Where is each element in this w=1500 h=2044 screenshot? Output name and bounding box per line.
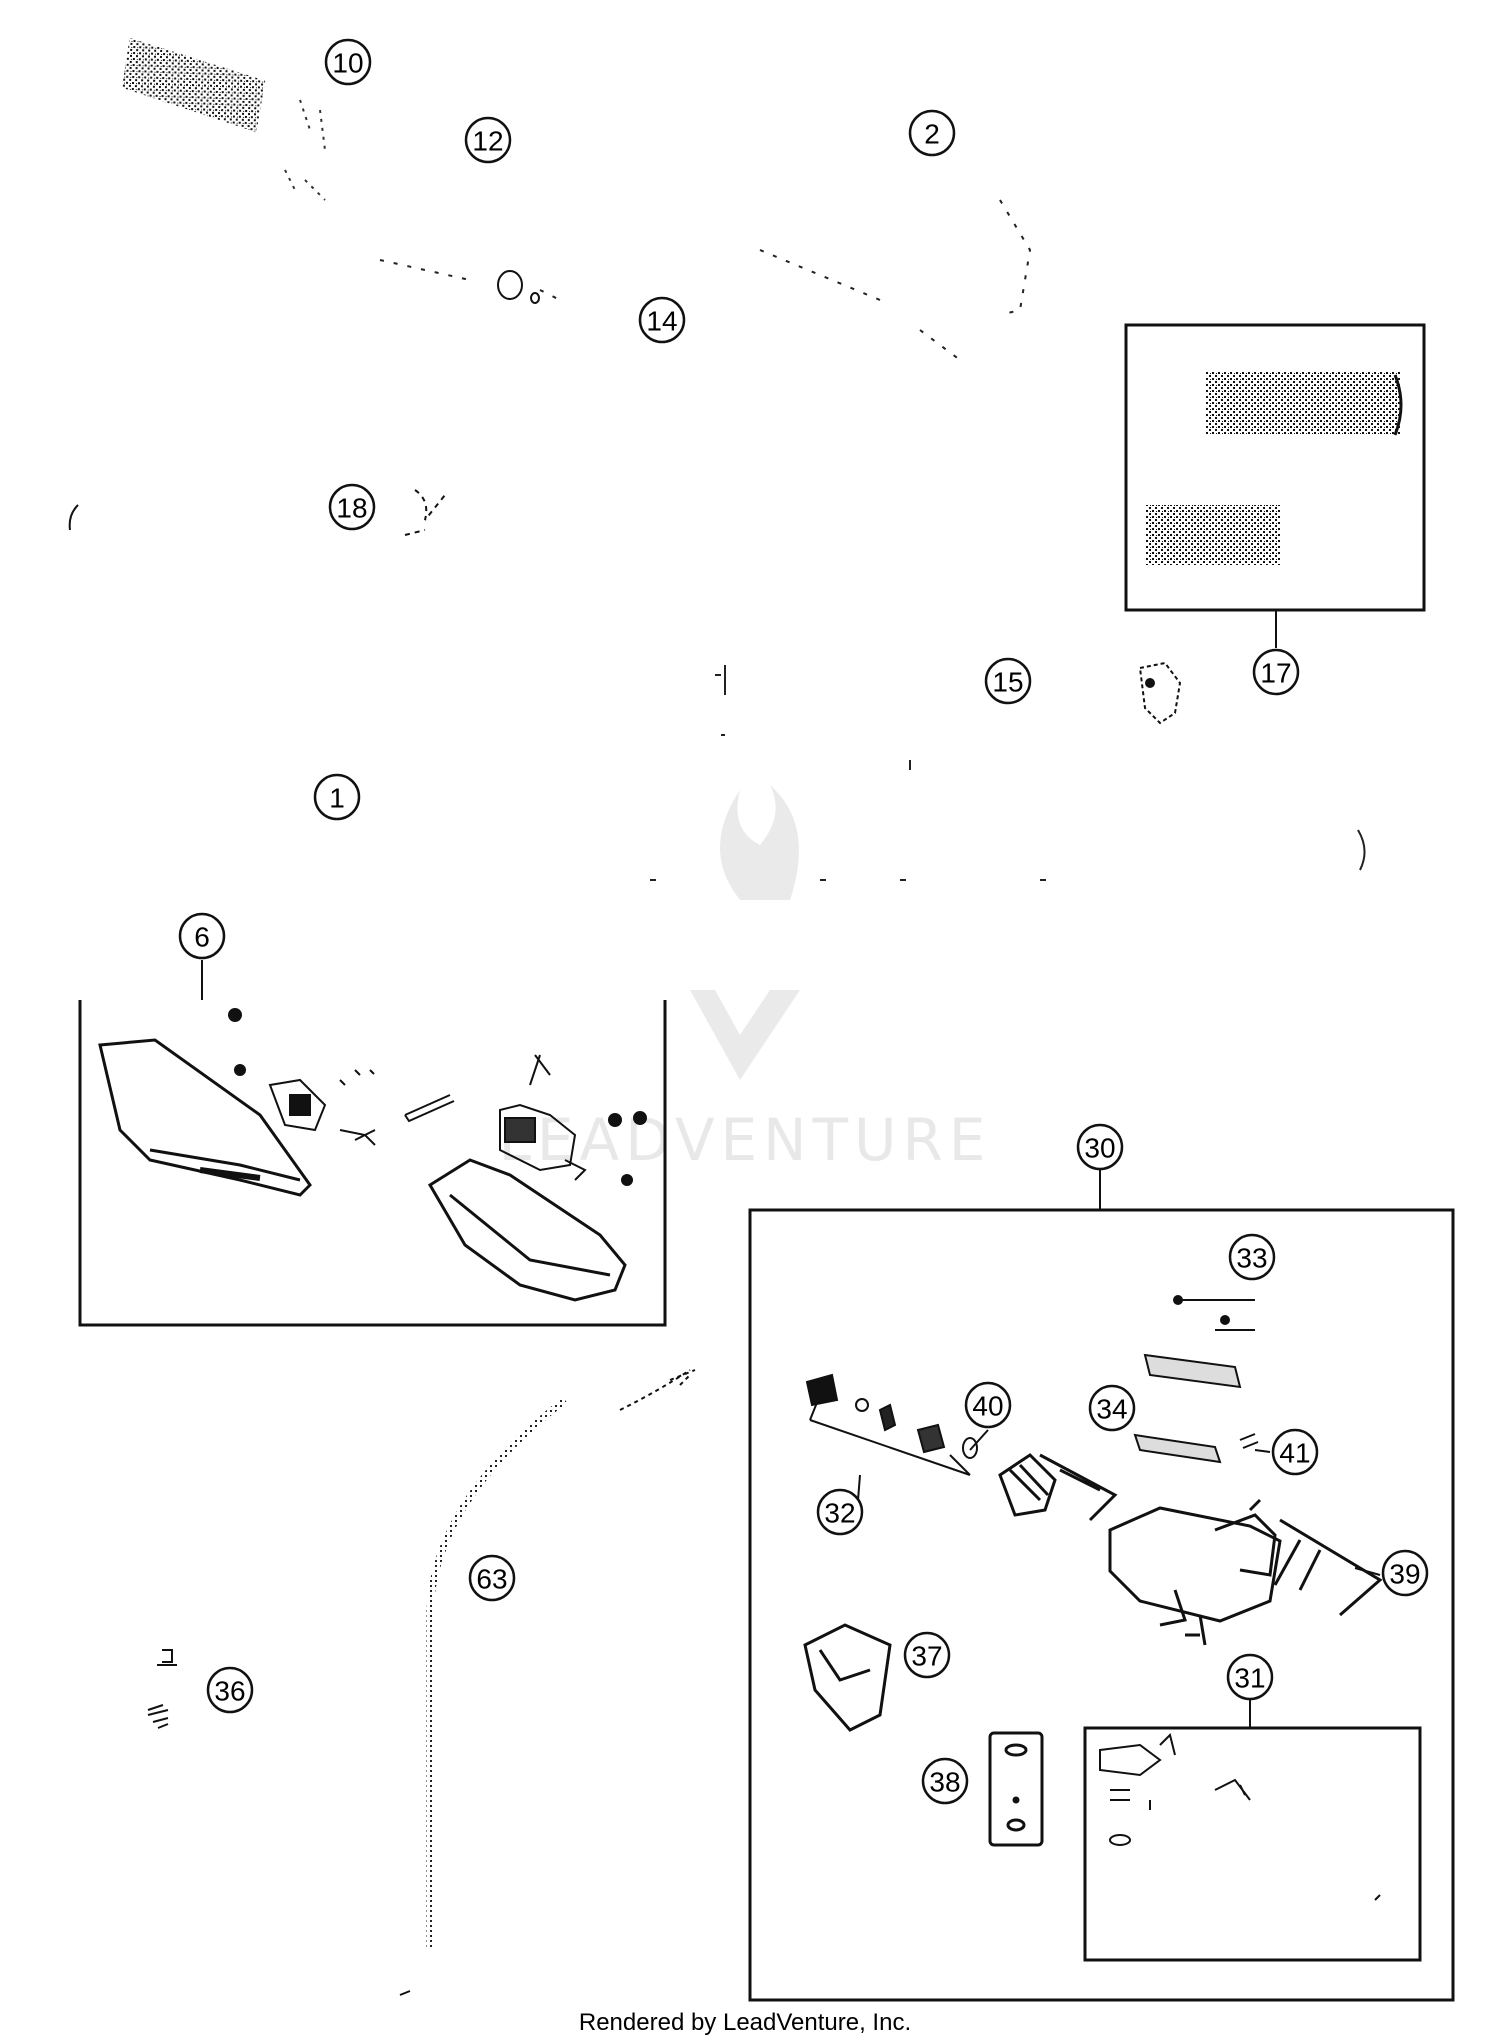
repair-kit-parts xyxy=(1099,1733,1381,1901)
diaphragm xyxy=(1133,1433,1259,1464)
handguard-box xyxy=(78,1000,667,1327)
bar-end-plug xyxy=(497,270,540,304)
callout-6: 6 xyxy=(178,912,226,960)
dash-marks xyxy=(650,665,1366,881)
callout-38: 38 xyxy=(921,1757,969,1805)
grip-left xyxy=(1145,505,1280,565)
handlebar-outline xyxy=(379,199,1032,361)
handlebar-grip-left xyxy=(121,37,326,201)
callout-12: 12 xyxy=(464,116,512,164)
callout-37: 37 xyxy=(903,1631,951,1679)
callout-1: 1 xyxy=(313,773,361,821)
callout-label: 40 xyxy=(972,1391,1003,1422)
callout-40: 40 xyxy=(964,1381,1012,1429)
callout-label: 34 xyxy=(1096,1394,1127,1425)
callout-17: 17 xyxy=(1252,648,1300,696)
throttle-housing xyxy=(1138,661,1182,725)
handguard-bracket-left xyxy=(228,1008,455,1146)
grip-right-end xyxy=(1393,374,1403,436)
watermark-logo: LEADVENTURE xyxy=(499,785,992,1174)
callout-label: 38 xyxy=(929,1767,960,1798)
callout-63: 63 xyxy=(468,1554,516,1602)
clamp-part xyxy=(404,489,446,536)
callout-label: 17 xyxy=(1260,658,1291,689)
callout-label: 37 xyxy=(911,1641,942,1672)
callout-label: 1 xyxy=(329,783,345,814)
callout-14: 14 xyxy=(638,296,686,344)
callout-15: 15 xyxy=(984,657,1032,705)
callout-34: 34 xyxy=(1088,1384,1136,1432)
handguard-bracket-right xyxy=(499,1054,647,1186)
callout-label: 30 xyxy=(1084,1133,1115,1164)
callout-label: 2 xyxy=(924,119,940,150)
callout-32: 32 xyxy=(816,1488,864,1536)
callout-label: 6 xyxy=(194,922,210,953)
callout-label: 15 xyxy=(992,667,1023,698)
small-fittings xyxy=(147,1649,177,1729)
callout-2: 2 xyxy=(908,109,956,157)
callout-label: 31 xyxy=(1234,1663,1265,1694)
footer-credit: Rendered by LeadVenture, Inc. xyxy=(579,2009,911,2036)
callout-30: 30 xyxy=(1076,1123,1124,1171)
watermark-text: LEADVENTURE xyxy=(499,1106,992,1174)
sight-glass-card xyxy=(988,1731,1044,1847)
callout-label: 10 xyxy=(332,48,363,79)
lever-bracket xyxy=(803,1623,892,1732)
callout-label: 63 xyxy=(476,1564,507,1595)
leader-lines xyxy=(857,1429,1381,1576)
callout-33: 33 xyxy=(1228,1233,1276,1281)
callout-label: 36 xyxy=(214,1676,245,1707)
clutch-line xyxy=(426,1397,568,1950)
callout-31: 31 xyxy=(1226,1653,1274,1701)
repair-kit-box xyxy=(1083,1726,1422,1962)
piston-set xyxy=(805,1373,978,1476)
grip-set-box xyxy=(1124,323,1426,612)
callout-36: 36 xyxy=(206,1666,254,1714)
handguard-left xyxy=(98,1038,312,1197)
callout-41: 41 xyxy=(1271,1428,1319,1476)
grip-right xyxy=(1205,372,1400,434)
callout-label: 14 xyxy=(646,306,677,337)
reservoir-cap-parts xyxy=(1143,1295,1255,1389)
callout-label: 12 xyxy=(472,126,503,157)
clutch-assembly-box xyxy=(748,1208,1455,2002)
callout-18: 18 xyxy=(328,483,376,531)
handguard-right xyxy=(427,1158,627,1302)
master-cylinder-body xyxy=(1108,1498,1383,1646)
boot xyxy=(998,1453,1118,1522)
callout-label: 33 xyxy=(1236,1243,1267,1274)
callout-39: 39 xyxy=(1381,1549,1429,1597)
clutch-line-end xyxy=(619,1369,696,1411)
edge-mark xyxy=(68,504,79,531)
callout-10: 10 xyxy=(324,38,372,86)
callout-label: 39 xyxy=(1389,1559,1420,1590)
callout-label: 41 xyxy=(1279,1438,1310,1469)
cable-end-mark xyxy=(399,1990,411,1996)
callout-label: 18 xyxy=(336,493,367,524)
callout-label: 32 xyxy=(824,1498,855,1529)
